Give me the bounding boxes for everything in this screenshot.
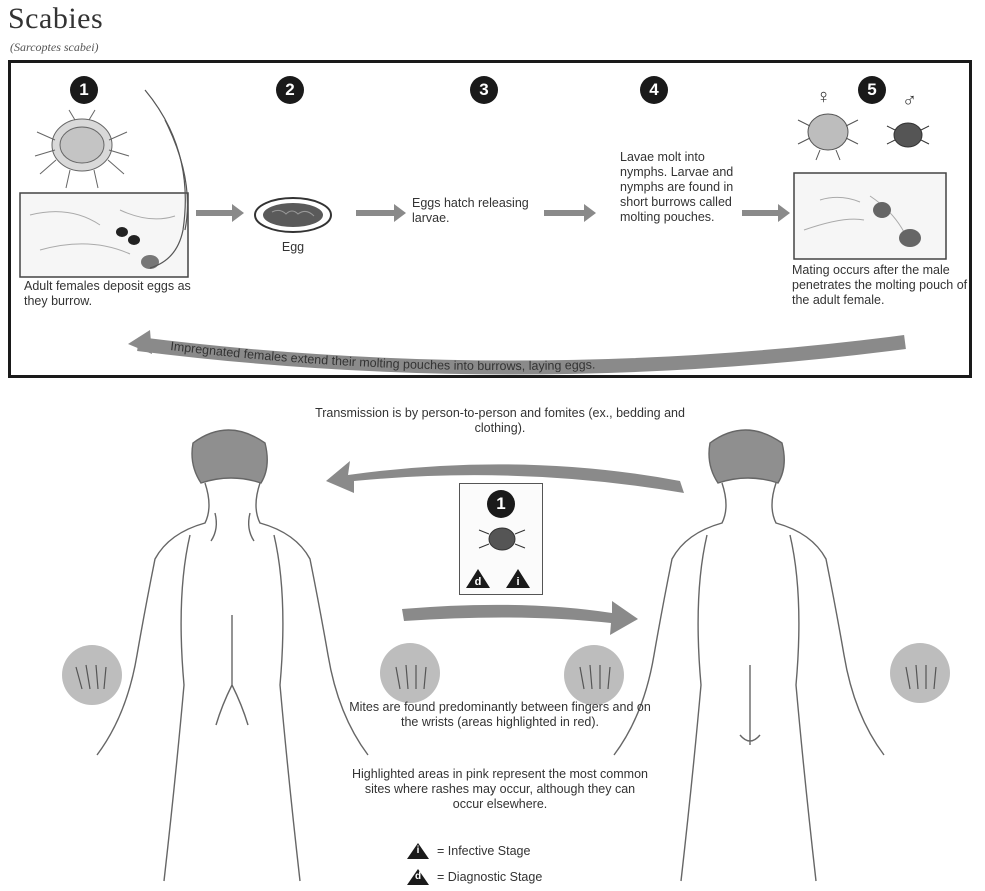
- diagnostic-badge-label: d: [466, 576, 490, 588]
- burrow-panel: [20, 193, 188, 277]
- legend-infective-label: = Infective Stage: [437, 844, 530, 858]
- adult-mite-icon: [35, 110, 129, 188]
- mite-icon: [141, 255, 159, 269]
- step-2-caption: Egg: [258, 240, 328, 255]
- highlight-left-hand-front: [564, 645, 624, 705]
- center-mite-icon: [475, 522, 529, 556]
- human-back-figure: [97, 430, 368, 881]
- rash-sites-note: Highlighted areas in pink represent the …: [350, 767, 650, 812]
- male-mite-icon: [887, 123, 929, 147]
- human-figures-illustration: [0, 395, 985, 891]
- infective-badge-label: i: [506, 576, 530, 588]
- highlight-right-hand-front: [890, 643, 950, 703]
- legend-infective-badge: i: [405, 845, 431, 856]
- egg-icon: [128, 235, 140, 245]
- step-4-caption: Lavae molt into nymphs. Larvae and nymph…: [620, 150, 740, 225]
- mating-panel: [794, 173, 946, 259]
- legend-diagnostic: d = Diagnostic Stage: [405, 868, 542, 886]
- female-symbol: ♀: [816, 86, 831, 109]
- human-front-figure: [614, 430, 884, 881]
- female-mite-icon: [798, 114, 858, 160]
- step-3-caption: Eggs hatch releasing larvae.: [412, 196, 542, 226]
- highlight-right-hand: [380, 643, 440, 703]
- return-arrow-label: Impregnated females extend their molting…: [170, 339, 596, 373]
- step-1-caption: Adult females deposit eggs as they burro…: [24, 279, 194, 309]
- male-symbol: ♂: [902, 90, 917, 113]
- center-stage-number: 1: [487, 490, 515, 518]
- legend-diagnostic-label: = Diagnostic Stage: [437, 870, 542, 884]
- legend-diagnostic-badge: d: [405, 871, 431, 882]
- step-5-caption: Mating occurs after the male penetrates …: [792, 263, 970, 308]
- mites-location-note: Mites are found predominantly between fi…: [340, 700, 660, 730]
- legend-infective: i = Infective Stage: [405, 842, 530, 860]
- highlight-left-hand: [62, 645, 122, 705]
- egg-icon: [116, 227, 128, 237]
